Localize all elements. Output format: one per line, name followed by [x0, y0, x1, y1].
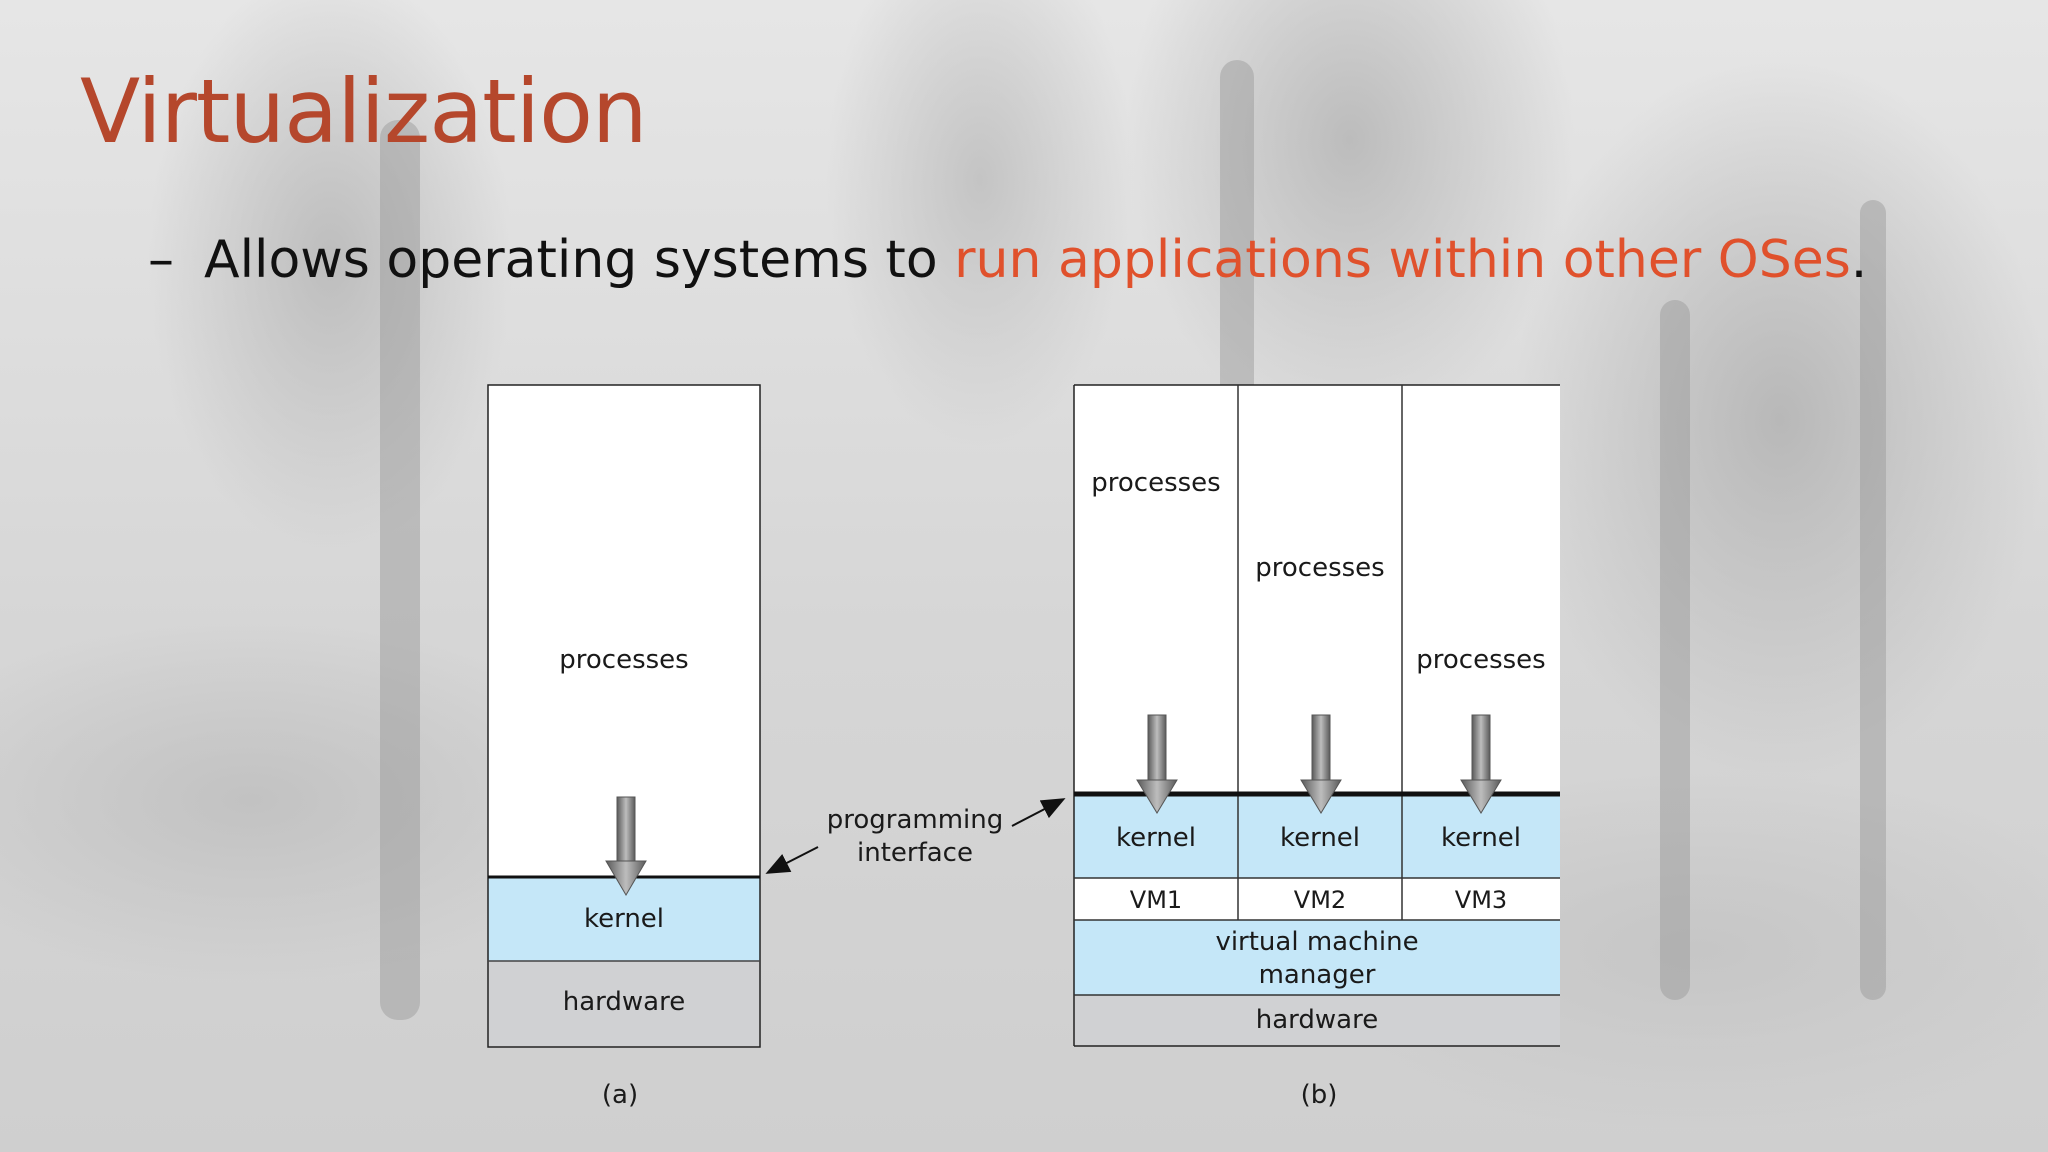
kernel-label-vm1: kernel [1115, 823, 1197, 853]
kernel-label-vm3: kernel [1440, 823, 1522, 853]
down-arrow-icon [1460, 714, 1502, 814]
bullet-highlight: run applications within other OSes [954, 230, 1851, 290]
programming-interface-label: programming interface [815, 804, 1015, 870]
bullet-dash: – [148, 230, 174, 290]
down-arrow-icon [1136, 714, 1178, 814]
diagram-a [487, 384, 761, 1048]
down-arrow-icon [1300, 714, 1342, 814]
programming-label-line1: programming [826, 805, 1004, 835]
bullet-period: . [1850, 230, 1868, 290]
processes-label-vm1: processes [1091, 468, 1221, 498]
pointer-arrow-right [1011, 798, 1066, 827]
vmm-box-b [1074, 920, 1560, 995]
kernel-label-vm2: kernel [1279, 823, 1361, 853]
vm1-label: VM1 [1129, 886, 1183, 914]
frame-a [487, 384, 761, 1048]
processes-label-a: processes [559, 645, 689, 675]
vm3-label: VM3 [1454, 886, 1508, 914]
programming-label-line2: interface [857, 838, 973, 868]
diagram-b [1073, 384, 1560, 1047]
vm-name-row-b [1074, 878, 1560, 920]
caption-a: (a) [601, 1080, 639, 1110]
bullet-point: –Allows operating systems to run applica… [148, 230, 1867, 290]
pointer-arrow-left [765, 846, 819, 874]
caption-b: (b) [1300, 1080, 1338, 1110]
processes-box-a [488, 385, 760, 877]
hardware-box-b [1074, 995, 1560, 1046]
vmm-label-line2: manager [1258, 960, 1376, 990]
bullet-text: Allows operating systems to [204, 230, 938, 290]
down-arrow-icon [605, 796, 647, 896]
slide-title: Virtualization [80, 60, 648, 163]
tree-trunk [1660, 300, 1690, 1000]
kernel-label-a: kernel [583, 904, 665, 934]
hardware-box-a [488, 961, 760, 1047]
processes-label-vm3: processes [1416, 645, 1546, 675]
vm2-label: VM2 [1293, 886, 1347, 914]
tree-trunk [1860, 200, 1886, 1000]
vmm-label: virtual machine manager [1074, 926, 1560, 992]
hardware-label-a: hardware [562, 987, 686, 1017]
processes-label-vm2: processes [1255, 553, 1385, 583]
tree-trunk [380, 120, 420, 1020]
vmm-label-line1: virtual machine [1215, 927, 1419, 957]
hardware-label-b: hardware [1255, 1005, 1379, 1035]
